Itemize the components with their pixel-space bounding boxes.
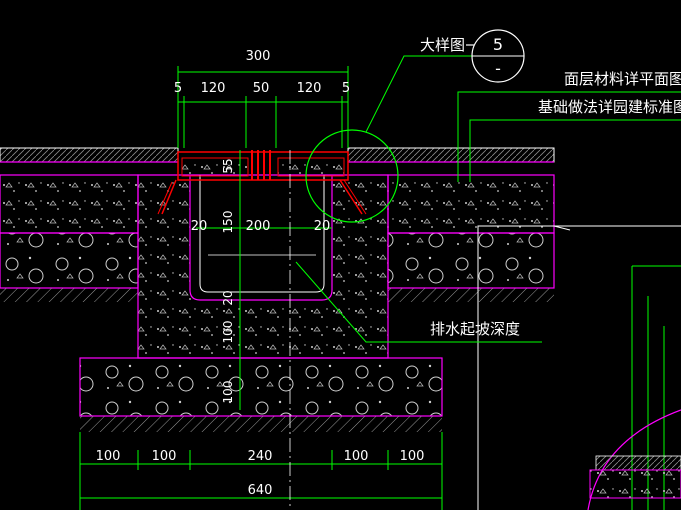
channel-body: [137, 174, 389, 359]
dimension-lines: [79, 66, 443, 510]
dim-seg-4: 120: [297, 81, 322, 96]
detail-callout-number: 5: [493, 35, 503, 54]
dim-foundation: 100: [221, 381, 235, 404]
adjacent-detail: [477, 225, 681, 510]
drain-grate: [157, 150, 367, 215]
paving-surface: [0, 147, 555, 163]
dim-bottom-overall: 640: [248, 483, 273, 498]
dim-bottom-slab: 20: [221, 290, 235, 305]
dim-wall-right: 20: [314, 219, 331, 234]
dim-seg-1: 5: [174, 81, 182, 96]
dim-grate-thickness: 55: [221, 158, 235, 173]
dim-bottom-seg-1: 100: [96, 449, 121, 464]
foundation-block: [79, 357, 443, 432]
left-base-fill: [0, 174, 139, 302]
surface-material-note: 面层材料详平面图: [564, 70, 681, 88]
leader-lines: [295, 29, 681, 343]
detail-callout-sheet: -: [495, 59, 501, 78]
dim-channel-width: 200: [246, 219, 271, 234]
dim-wall-left: 20: [191, 219, 208, 234]
right-base-fill: [387, 174, 555, 302]
dim-bottom-seg-2: 100: [152, 449, 177, 464]
detail-callout-label: 大样图: [420, 36, 465, 54]
base-construction-note: 基础做法详园建标准图: [538, 98, 681, 116]
dim-overall-width: 300: [246, 49, 271, 64]
dim-bottom-seg-4: 100: [344, 449, 369, 464]
drain-slope-note: 排水起坡深度: [430, 320, 520, 338]
dim-seg-5: 5: [342, 81, 350, 96]
dim-seg-2: 120: [201, 81, 226, 96]
dim-seg-3: 50: [253, 81, 270, 96]
dim-bottom-seg-3: 240: [248, 449, 273, 464]
dim-cushion: 100: [221, 321, 235, 344]
dim-bottom-seg-5: 100: [400, 449, 425, 464]
dim-channel-depth: 150: [221, 211, 235, 234]
